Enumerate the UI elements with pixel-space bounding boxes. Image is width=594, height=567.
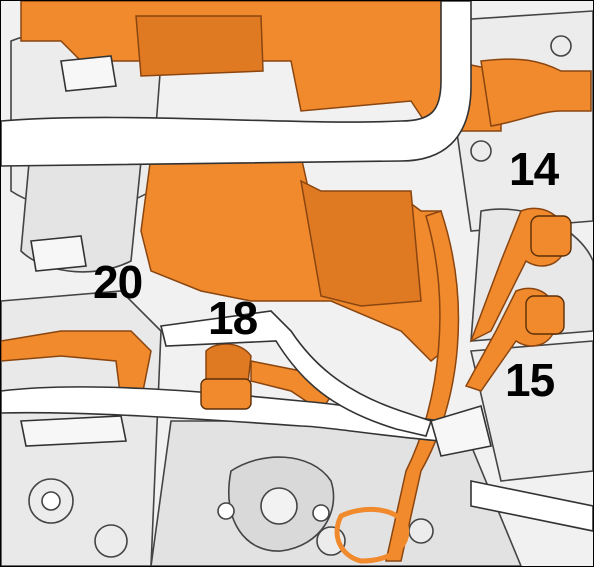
- connectors: [200, 215, 572, 410]
- callout-20: 20: [93, 256, 143, 308]
- callout-14: 14: [509, 143, 559, 195]
- callout-15: 15: [505, 354, 555, 406]
- callout-18: 18: [208, 292, 258, 344]
- coolant-pipes: [1, 1, 593, 532]
